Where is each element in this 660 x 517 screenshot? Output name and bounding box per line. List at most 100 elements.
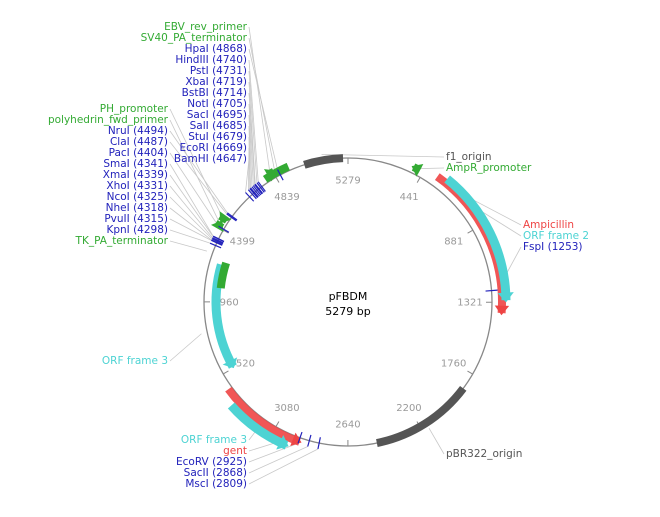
feature-arrow-ampr-promoter-1 bbox=[411, 164, 424, 177]
site-clai-4487 bbox=[226, 213, 237, 222]
label-ampicillin-28: Ampicillin bbox=[523, 219, 574, 231]
label-smai-4341-18: SmaI (4341) bbox=[103, 158, 168, 170]
label-ph-promoter-13: PH_promoter bbox=[100, 103, 169, 115]
leader-ph-promoter-13 bbox=[169, 108, 224, 220]
site-fspi-1253 bbox=[485, 289, 498, 292]
label-nrui-4494-15: NruI (4494) bbox=[108, 125, 168, 137]
label-msci-2809-37: MscI (2809) bbox=[185, 478, 247, 490]
label-bamhi-4647-12: BamHI (4647) bbox=[174, 153, 247, 165]
label-pvuii-4315-23: PvuII (4315) bbox=[104, 213, 168, 225]
label-xhoi-4331-20: XhoI (4331) bbox=[106, 180, 168, 192]
leader-ebv-rev-primer-0 bbox=[248, 26, 271, 174]
tick-label-7: 3520 bbox=[230, 358, 255, 369]
label-ecori-4669-11: EcoRI (4669) bbox=[180, 142, 247, 154]
tick-label-3: 1760 bbox=[441, 359, 466, 370]
site-bstbi-4714 bbox=[254, 184, 263, 195]
feature-arrow-ph-promoter-10 bbox=[219, 211, 232, 224]
label-noti-4705-7: NotI (4705) bbox=[187, 98, 247, 110]
tick-label-5: 2640 bbox=[335, 419, 360, 430]
tick-label-4: 2200 bbox=[396, 403, 421, 414]
leader-stui-4679-10 bbox=[248, 136, 251, 189]
label-xbai-4719-5: XbaI (4719) bbox=[185, 76, 247, 88]
leader-xmai-4339-19 bbox=[169, 174, 214, 237]
site-xhoi-4331 bbox=[212, 237, 224, 244]
label-nhei-4318-22: NheI (4318) bbox=[106, 202, 168, 214]
site-ecorv-2925 bbox=[297, 431, 303, 444]
label-ampr-promoter-27: AmpR_promoter bbox=[446, 162, 532, 174]
label-clai-4487-16: ClaI (4487) bbox=[110, 136, 168, 148]
label-sali-4685-9: SalI (4685) bbox=[190, 120, 247, 132]
leader-polyhedrin-fwd-primer-14 bbox=[169, 119, 221, 224]
site-psti-4731 bbox=[256, 182, 265, 193]
label-orf-frame-2-29: ORF frame 2 bbox=[523, 230, 589, 242]
leader-xbai-4719-5 bbox=[248, 81, 256, 185]
label-tk-pa-terminator-25: TK_PA_terminator bbox=[75, 235, 169, 247]
leader-pbr322-origin-31 bbox=[428, 428, 445, 455]
site-paci-4404 bbox=[218, 225, 230, 233]
leader-bstbi-4714-6 bbox=[248, 92, 255, 185]
site-sacii-2868 bbox=[307, 434, 312, 447]
label-pbr322-origin-31: pBR322_origin bbox=[446, 448, 522, 460]
leader-sali-4685-9 bbox=[248, 125, 251, 188]
label-ecorv-2925-35: EcoRV (2925) bbox=[176, 456, 247, 468]
tick-mark-0 bbox=[416, 177, 421, 183]
tick-mark-1 bbox=[467, 229, 474, 234]
leader-clai-4487-16 bbox=[169, 141, 227, 215]
label-orf-frame-3-33: ORF frame 3 bbox=[181, 434, 247, 446]
label-hindiii-4740-3: HindIII (4740) bbox=[175, 54, 247, 66]
tick-label-9: 4399 bbox=[230, 237, 255, 248]
feature-f1-origin-0 bbox=[303, 154, 344, 169]
tick-mark-10 bbox=[275, 177, 280, 183]
site-saci-4695 bbox=[251, 186, 261, 197]
leader-ampr-promoter-27 bbox=[416, 167, 445, 170]
leader-ecorv-2925-35 bbox=[248, 443, 299, 463]
leader-sacii-2868-36 bbox=[248, 446, 308, 474]
leader-smai-4341-18 bbox=[169, 163, 214, 237]
feature-arcs bbox=[211, 154, 514, 450]
leader-ecori-4669-11 bbox=[248, 147, 250, 190]
feature-sv40-pa-terminator-12 bbox=[262, 162, 290, 183]
tick-label-2: 1321 bbox=[457, 298, 482, 309]
label-paci-4404-17: PacI (4404) bbox=[109, 147, 168, 159]
feature-pbr322-origin-4 bbox=[376, 385, 467, 447]
site-hindiii-4740 bbox=[257, 181, 266, 192]
label-saci-4695-8: SacI (4695) bbox=[187, 109, 247, 121]
leader-pvuii-4315-23 bbox=[169, 218, 212, 241]
site-ncoi-4325 bbox=[211, 238, 224, 245]
label-bstbi-4714-6: BstBI (4714) bbox=[182, 87, 247, 99]
site-msci-2809 bbox=[317, 437, 321, 450]
feature-arrow-ampicillin-2 bbox=[494, 305, 510, 316]
site-hpai-4868 bbox=[276, 169, 284, 181]
tick-mark-3 bbox=[467, 370, 473, 375]
plasmid-size: 5279 bp bbox=[325, 305, 370, 318]
site-sali-4685 bbox=[250, 187, 259, 198]
site-bamhi-4647 bbox=[245, 192, 255, 202]
site-nrui-4494 bbox=[227, 212, 238, 221]
leader-msci-2809-37 bbox=[248, 448, 319, 485]
leader-tk-pa-terminator-25 bbox=[169, 240, 207, 252]
tick-mark-6 bbox=[275, 421, 280, 427]
label-sv40-pa-terminator-1: SV40_PA_terminator bbox=[141, 32, 248, 44]
leader-orf-frame-3-32 bbox=[169, 333, 202, 362]
site-pvuii-4315 bbox=[211, 239, 223, 246]
tick-label-6: 3080 bbox=[274, 403, 299, 414]
site-noti-4705 bbox=[252, 185, 262, 196]
label-gent-34: gent bbox=[223, 445, 247, 457]
tick-label-11: 5279 bbox=[335, 176, 360, 187]
label-psti-4731-4: PstI (4731) bbox=[190, 65, 247, 77]
leader-paci-4404-17 bbox=[169, 152, 219, 227]
label-ncoi-4325-21: NcoI (4325) bbox=[107, 191, 168, 203]
label-f1-origin-26: f1_origin bbox=[446, 151, 492, 163]
tick-label-0: 441 bbox=[400, 192, 419, 203]
leader-bamhi-4647-12 bbox=[245, 158, 250, 193]
label-orf-frame-3-32: ORF frame 3 bbox=[102, 355, 168, 367]
label-polyhedrin-fwd-primer-14: polyhedrin_fwd_primer bbox=[48, 114, 169, 126]
label-ebv-rev-primer-0: EBV_rev_primer bbox=[164, 21, 248, 33]
label-fspi-1253-30: FspI (1253) bbox=[523, 241, 583, 253]
feature-orf-frame-2-3 bbox=[444, 175, 511, 301]
feature-arrow-orf-frame-3-6 bbox=[276, 434, 289, 450]
site-stui-4679 bbox=[249, 188, 259, 199]
leader-nrui-4494-15 bbox=[169, 130, 228, 214]
